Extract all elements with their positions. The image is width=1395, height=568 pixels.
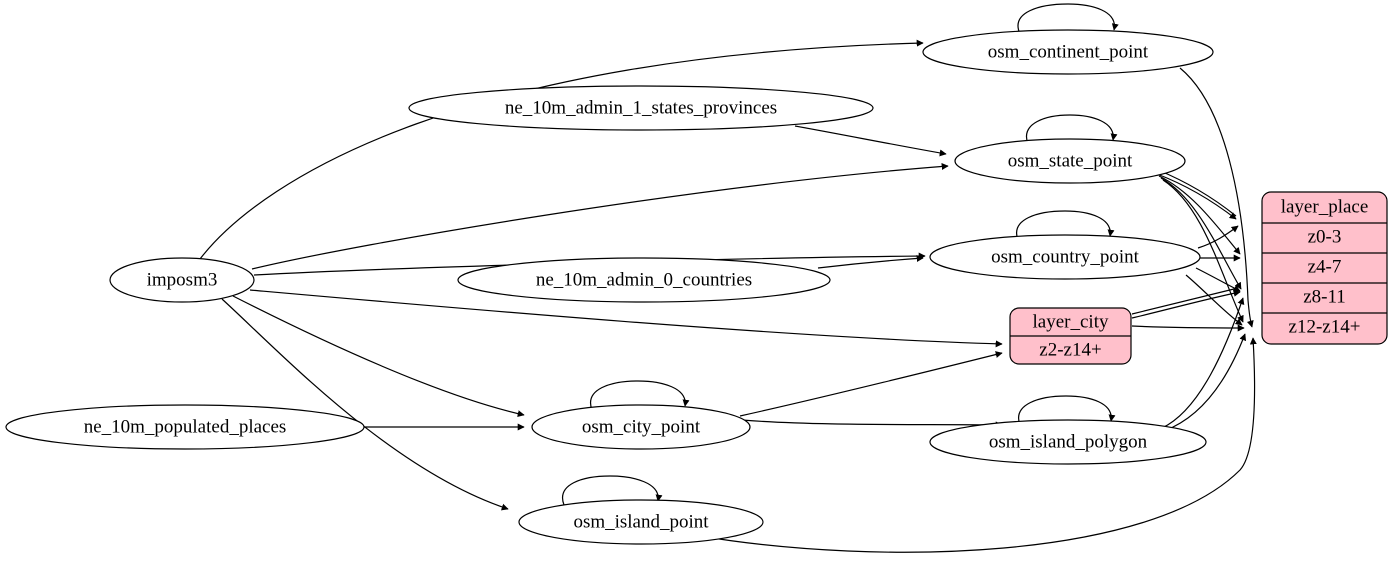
nodes-layer: imposm3 ne_10m_admin_1_states_provinces … xyxy=(5,29,1388,545)
edge-imposm3-to-osm_city_point xyxy=(232,295,525,418)
edge-ne_countries-to-osm_country_point xyxy=(817,254,924,269)
node-osm_island_polygon[interactable]: osm_island_polygon xyxy=(929,419,1207,465)
node-ne_10m_populated_places[interactable]: ne_10m_populated_places xyxy=(5,404,365,450)
node-label-osm_country_point: osm_country_point xyxy=(991,246,1139,267)
node-osm_country_point[interactable]: osm_country_point xyxy=(929,234,1201,280)
edge-osm_continent_point-to-layer_place-z12 xyxy=(1179,67,1254,328)
node-label-osm_continent_point: osm_continent_point xyxy=(988,41,1149,62)
node-osm_city_point[interactable]: osm_city_point xyxy=(531,404,751,450)
node-label-osm_island_point: osm_island_point xyxy=(573,511,709,532)
layer_place-row-z8-11[interactable]: z8-11 xyxy=(1303,286,1346,307)
edge-bundle-strand-b xyxy=(1131,287,1239,315)
edge-osm_island_polygon-to-layer_place-z12 xyxy=(1163,333,1247,432)
node-label-imposm3: imposm3 xyxy=(147,269,218,290)
edge-osm_state_point-to-layer_place-z0 xyxy=(1156,173,1237,220)
layer_place-header: layer_place xyxy=(1281,196,1369,217)
edge-imposm3-to-osm_island_point xyxy=(221,298,509,511)
edge-osm_country_point-to-layer_place-z0 xyxy=(1197,225,1239,249)
edge-imposm3-to-osm_state_point xyxy=(251,162,949,270)
node-osm_continent_point[interactable]: osm_continent_point xyxy=(922,29,1214,75)
edge-ne_states-to-osm_state_point xyxy=(794,125,947,157)
selfloop-osm_island_point xyxy=(561,475,663,506)
selfloop-osm_island_polygon xyxy=(1018,395,1116,426)
node-label-ne_10m_populated_places: ne_10m_populated_places xyxy=(84,416,287,437)
selfloop-osm_continent_point xyxy=(1017,3,1119,35)
node-ne_10m_admin_1_states_provinces[interactable]: ne_10m_admin_1_states_provinces xyxy=(408,85,874,131)
node-label-osm_state_point: osm_state_point xyxy=(1008,150,1133,171)
edge-osm_state_point-to-layer_place-z8 xyxy=(1160,177,1242,290)
layer_city-header: layer_city xyxy=(1033,311,1109,332)
edge-bundle-strand-a xyxy=(1157,169,1237,217)
edge-imposm3-to-osm_continent_point xyxy=(199,39,924,260)
edge-imposm3-to-layer_city xyxy=(249,289,1003,348)
edge-osm_country_point-to-layer_place-z12 xyxy=(1185,274,1243,326)
node-imposm3[interactable]: imposm3 xyxy=(109,257,255,303)
layer_place-row-z0-3[interactable]: z0-3 xyxy=(1308,226,1342,247)
edge-osm_island_polygon-to-layer_place-z8 xyxy=(1161,297,1245,429)
edge-layer_city-to-layer_place-z8 xyxy=(1131,289,1241,319)
edge-osm_state_point-to-layer_place-z4 xyxy=(1158,175,1241,255)
selfloop-osm_state_point xyxy=(1025,114,1118,145)
edges-layer xyxy=(199,3,1257,553)
node-layer_place[interactable]: layer_place z0-3 z4-7 z8-11 z12-z14+ xyxy=(1261,191,1388,345)
node-label-ne_10m_admin_1_states_provinces: ne_10m_admin_1_states_provinces xyxy=(505,97,777,118)
selfloop-osm_country_point xyxy=(1016,210,1115,241)
node-osm_island_point[interactable]: osm_island_point xyxy=(518,499,764,545)
edge-osm_island_point-to-layer_place-z12 xyxy=(699,337,1257,553)
node-label-osm_island_polygon: osm_island_polygon xyxy=(989,431,1148,452)
layer_place-row-z12-z14plus[interactable]: z12-z14+ xyxy=(1289,316,1361,337)
node-label-osm_city_point: osm_city_point xyxy=(582,416,701,437)
edge-layer_city-to-layer_place-z12 xyxy=(1131,324,1245,332)
edge-osm_country_point-to-layer_place-z8 xyxy=(1195,267,1241,292)
node-ne_10m_admin_0_countries[interactable]: ne_10m_admin_0_countries xyxy=(457,257,831,303)
node-osm_state_point[interactable]: osm_state_point xyxy=(954,138,1186,184)
node-layer_city[interactable]: layer_city z2-z14+ xyxy=(1009,307,1132,365)
selfloop-osm_city_point xyxy=(589,380,690,411)
edge-osm_city_point-to-layer_city xyxy=(739,351,1003,417)
layer_place-row-z4-7[interactable]: z4-7 xyxy=(1308,256,1342,277)
node-label-ne_10m_admin_0_countries: ne_10m_admin_0_countries xyxy=(536,269,752,290)
edge-osm_city_point-to-osm_island_polygon xyxy=(741,419,1003,429)
edge-osm_state_point-to-layer_place-z12 xyxy=(1162,179,1244,323)
layer_city-row-z2-z14plus[interactable]: z2-z14+ xyxy=(1039,339,1101,360)
